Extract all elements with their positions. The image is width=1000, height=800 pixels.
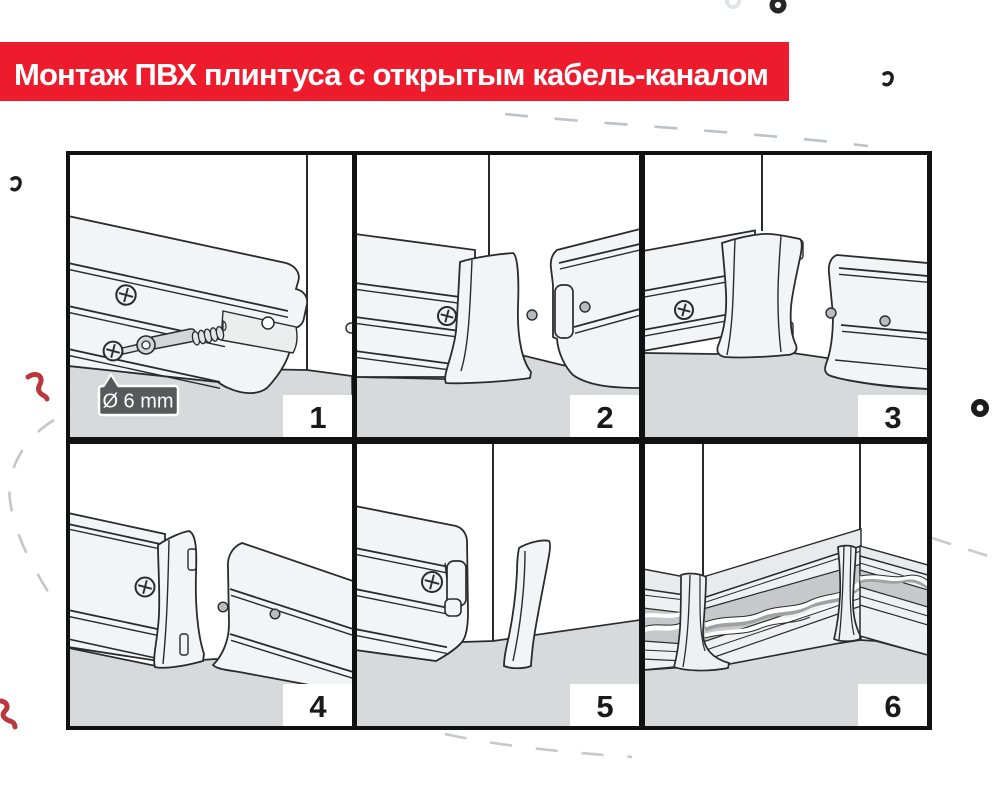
svg-text:5: 5 [596, 689, 613, 724]
svg-text:6: 6 [884, 689, 901, 724]
svg-text:2: 2 [596, 400, 613, 435]
svg-text:3: 3 [884, 400, 901, 435]
svg-text:1: 1 [309, 400, 326, 435]
svg-text:4: 4 [309, 689, 327, 724]
svg-text:Ø 6 mm: Ø 6 mm [102, 391, 173, 413]
